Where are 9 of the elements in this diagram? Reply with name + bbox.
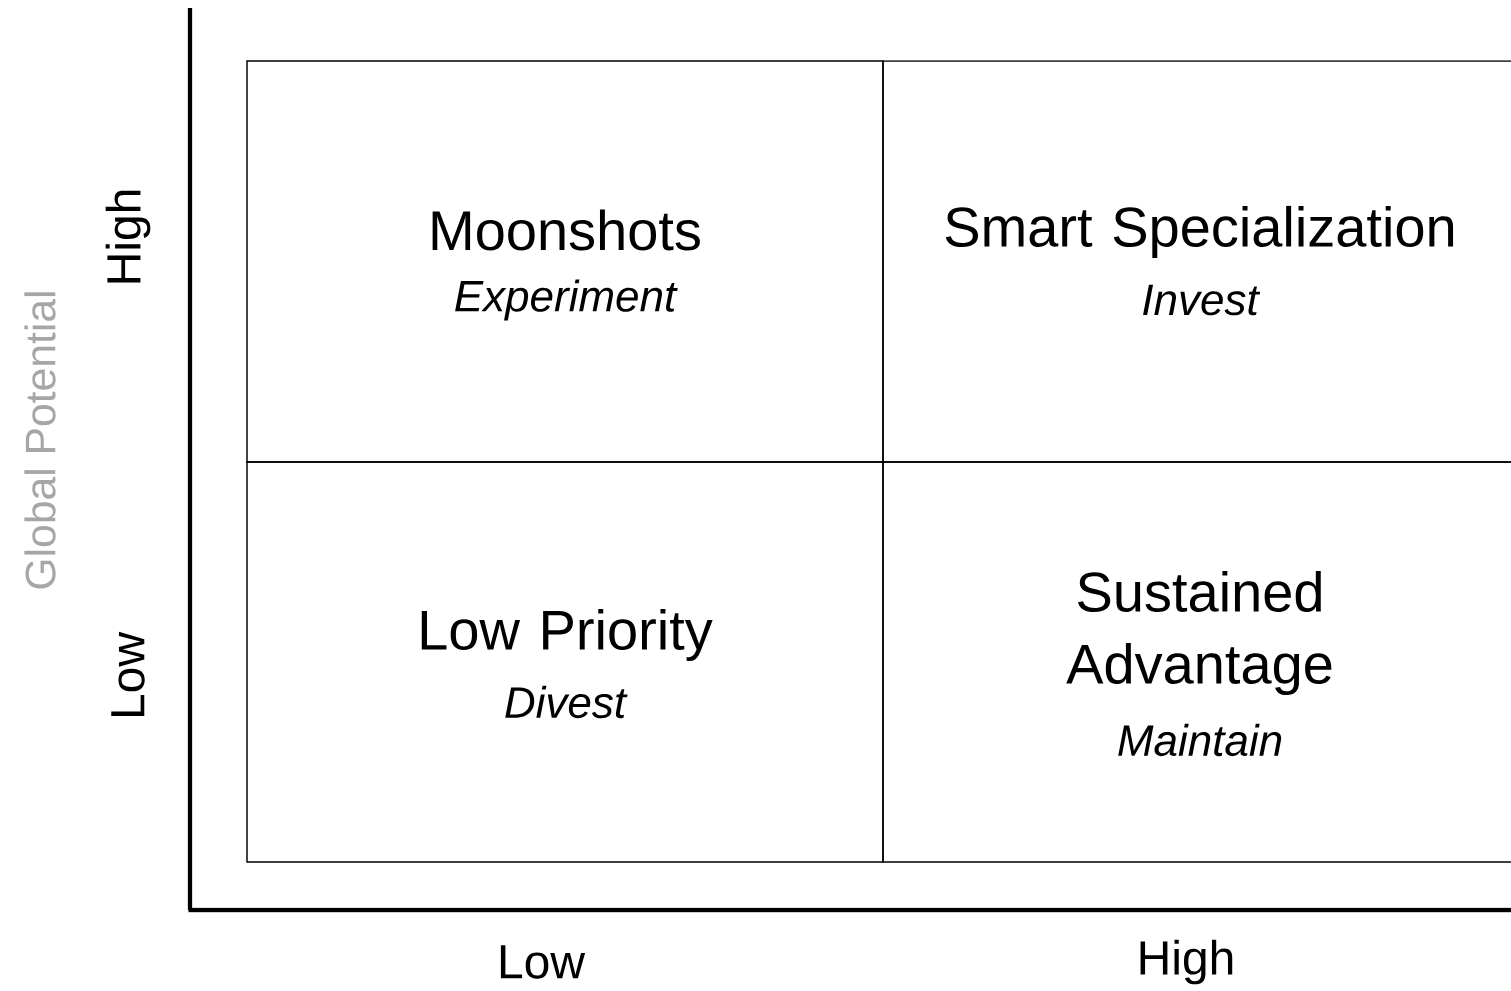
quadrant-box: Smart Specialization Invest xyxy=(882,60,1511,463)
axis-tick-label: Low xyxy=(500,945,586,979)
quadrant-box: Moonshots Experiment xyxy=(246,60,884,463)
axis-tick-label: High xyxy=(105,190,151,283)
quadrant-box: Sustained Advantage Maintain xyxy=(882,461,1511,863)
axis-tick-label: Low xyxy=(111,631,145,717)
axis-tick-label: High xyxy=(1140,939,1233,985)
axis-title: Global Potential xyxy=(24,292,56,589)
quadrant-box: Low Priority Divest xyxy=(246,461,884,863)
